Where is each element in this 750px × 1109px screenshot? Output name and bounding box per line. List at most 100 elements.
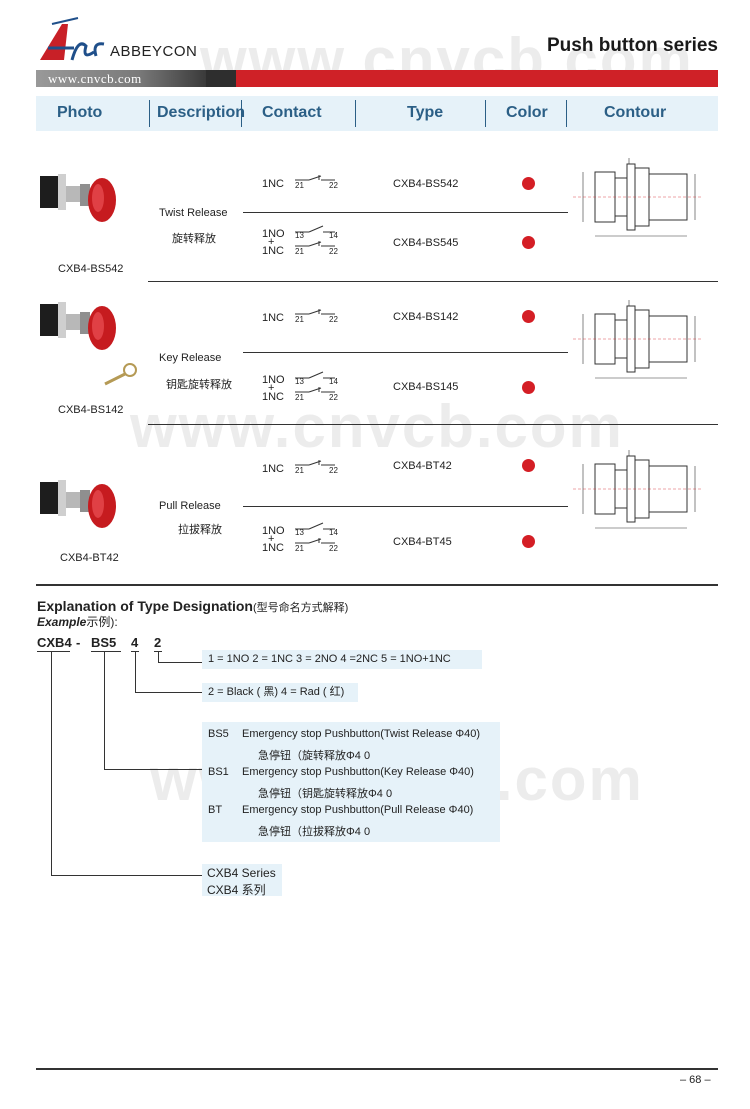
col-type: Type — [407, 104, 444, 121]
terminal-label: 14 — [329, 528, 338, 537]
desc-cn: 拉拔释放 — [178, 524, 222, 536]
footer-divider — [36, 1068, 718, 1070]
red-indicator — [522, 177, 535, 190]
red-indicator — [522, 310, 535, 323]
contact-label: 1NC — [262, 391, 285, 403]
terminal-label: 22 — [329, 181, 338, 190]
brand-logo — [40, 17, 105, 61]
contact-plus: + — [268, 382, 275, 394]
series-en: CXB4 Series — [207, 866, 276, 880]
contact-label: 1NC — [262, 312, 285, 324]
explanation-title-cn: (型号命名方式解释) — [252, 602, 349, 614]
code-part: CXB4 — [37, 635, 72, 650]
type-code: CXB4-BS142 — [393, 311, 459, 323]
red-indicator — [522, 535, 535, 548]
type-code: CXB4-BT45 — [393, 536, 452, 548]
example-cn: 示例): — [86, 615, 118, 629]
terminal-label: 13 — [295, 377, 304, 386]
product-photo — [40, 174, 116, 222]
watermark: www.cnvcb.com — [130, 393, 624, 460]
contact-label: 1NO — [262, 228, 285, 240]
contact-label: 1NC — [262, 463, 285, 475]
brand-name: ABBEYCON — [110, 43, 198, 60]
desc-en: Key Release — [159, 352, 222, 364]
product-photo — [40, 480, 116, 528]
group-divider — [148, 281, 718, 282]
code-part: 4 — [131, 635, 139, 650]
type-code: BT — [208, 804, 223, 816]
terminal-label: 22 — [329, 466, 338, 475]
section-divider — [36, 584, 718, 586]
col-photo: Photo — [57, 104, 103, 121]
contour-drawing — [573, 450, 704, 529]
type-code: CXB4-BS145 — [393, 381, 459, 393]
photo-label: CXB4-BT42 — [60, 552, 119, 564]
example-en: Example — [37, 615, 87, 629]
connector — [104, 769, 202, 770]
red-indicator — [522, 459, 535, 472]
group-divider — [148, 424, 718, 425]
series-box: CXB4 Series CXB4 系列 — [202, 864, 282, 897]
contour-drawing — [573, 158, 704, 237]
type-code: CXB4-BS545 — [393, 237, 459, 249]
terminal-label: 13 — [295, 528, 304, 537]
code-part: - — [76, 635, 81, 650]
desc-cn: 旋转释放 — [172, 233, 216, 245]
code-part: 2 — [154, 635, 162, 650]
terminal-label: 22 — [329, 315, 338, 324]
contact-label: 1NO — [262, 374, 285, 386]
code-part: BS5 — [91, 635, 117, 650]
desc-en: Twist Release — [159, 207, 228, 219]
terminal-label: 21 — [295, 247, 304, 256]
photo-label: CXB4-BS142 — [58, 404, 124, 416]
red-indicator — [522, 381, 535, 394]
terminal-label: 21 — [295, 315, 304, 324]
contact-plus: + — [268, 236, 275, 248]
col-contact: Contact — [262, 104, 322, 121]
connector — [158, 651, 159, 663]
connector — [51, 651, 52, 876]
page-number: – 68 – — [680, 1074, 711, 1086]
terminal-label: 21 — [295, 544, 304, 553]
row-divider — [243, 352, 568, 353]
terminal-label: 22 — [329, 247, 338, 256]
color-codes-box: 2 = Black ( 黑) 4 = Rad ( 红) — [202, 683, 358, 702]
col-color: Color — [506, 104, 548, 121]
connector — [135, 692, 202, 693]
contact-label: 1NO — [262, 525, 285, 537]
terminal-label: 14 — [329, 377, 338, 386]
type-desc-cn: 急停钮（拉拔释放Φ4 0 — [258, 826, 371, 838]
table-header: Photo Description Contact Type Color Con… — [36, 96, 718, 131]
row-divider — [243, 506, 568, 507]
photo-label: CXB4-BS542 — [58, 263, 124, 275]
terminal-label: 21 — [295, 393, 304, 402]
type-desc-en: Emergency stop Pushbutton(Twist Release … — [242, 728, 481, 740]
contact-codes-box: 1 = 1NO 2 = 1NC 3 = 2NO 4 =2NC 5 = 1NO+1… — [202, 650, 482, 669]
type-desc-en: Emergency stop Pushbutton(Pull Release Φ… — [242, 804, 474, 816]
page-title: Push button series — [546, 35, 718, 56]
type-code: CXB4-BT42 — [393, 460, 452, 472]
col-contour: Contour — [604, 104, 667, 121]
connector — [158, 662, 202, 663]
connector — [104, 651, 105, 770]
connector — [135, 651, 136, 692]
desc-cn: 钥匙旋转释放 — [166, 379, 232, 391]
types-box: BS5 Emergency stop Pushbutton(Twist Rele… — [202, 722, 500, 842]
key-icon — [104, 363, 137, 386]
contour-drawing — [573, 300, 704, 379]
connector — [51, 875, 202, 876]
header-bar: www.cnvcb.com — [36, 70, 718, 87]
type-desc-cn: 急停钮（钥匙旋转释放Φ4 0 — [258, 788, 393, 800]
website-link[interactable]: www.cnvcb.com — [48, 71, 142, 86]
row-divider — [243, 212, 568, 213]
example-label: Example示例): — [37, 613, 118, 630]
terminal-label: 14 — [329, 231, 338, 240]
desc-en: Pull Release — [159, 500, 221, 512]
terminal-label: 21 — [295, 466, 304, 475]
contact-label: 1NC — [262, 542, 285, 554]
type-code: CXB4-BS542 — [393, 178, 459, 190]
series-cn: CXB4 系列 — [207, 883, 266, 897]
accent-stripe — [236, 70, 718, 87]
type-code: BS5 — [208, 728, 229, 740]
product-photo — [40, 302, 116, 350]
